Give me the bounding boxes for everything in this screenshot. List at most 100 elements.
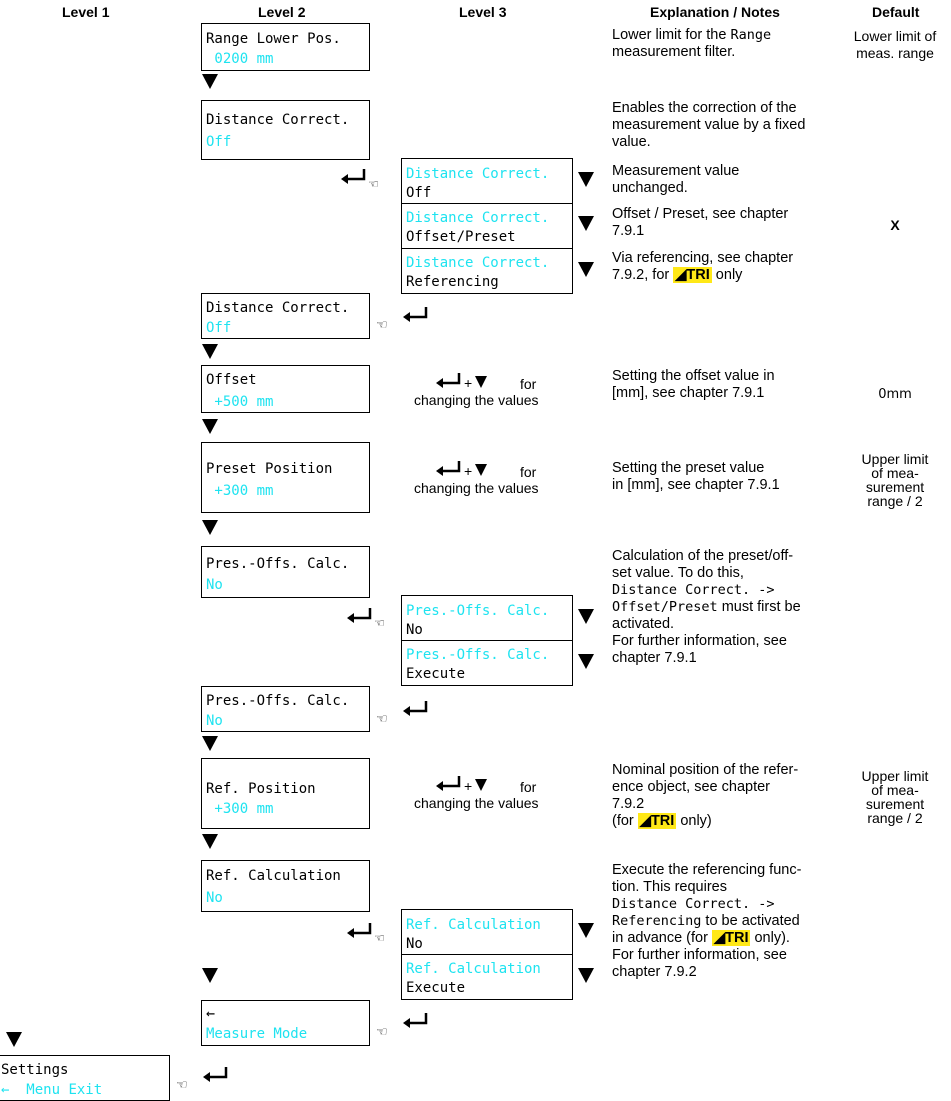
down-arrow-icon — [202, 736, 218, 751]
menu-box-pres-offs-calc[interactable]: Pres.-Offs. Calc. No — [201, 546, 370, 598]
hand-pointer-icon: ☜ — [376, 1024, 388, 1039]
menu-box-measure-mode[interactable]: ← Measure Mode — [201, 1000, 370, 1046]
default-offset: 0mm — [878, 387, 912, 402]
note-dc-referencing: Via referencing, see chapter 7.9.2, for … — [612, 250, 794, 283]
default-offset-preset-x: X — [890, 217, 900, 233]
enter-icon: ☜ — [340, 168, 379, 190]
box-line-2: 0200 mm — [206, 51, 274, 67]
enter-icon — [202, 1066, 228, 1084]
tri-badge: ◢TRI — [637, 813, 677, 829]
change-text-for: for — [520, 376, 537, 392]
tri-badge: ◢TRI — [711, 930, 751, 946]
down-arrow-icon — [578, 968, 594, 983]
down-arrow-icon — [475, 464, 487, 476]
down-arrow-icon — [578, 923, 594, 938]
down-arrow-icon — [578, 654, 594, 669]
menu-box-range-lower-pos[interactable]: Range Lower Pos. 0200 mm — [201, 23, 370, 71]
enter-icon — [402, 700, 428, 718]
plus-sign: + — [464, 463, 473, 479]
box-line-1: Ref. Calculation — [406, 917, 541, 933]
box-line-2: +300 mm — [206, 801, 274, 817]
hand-pointer-icon: ☜ — [376, 711, 388, 726]
change-text: changing the values — [414, 480, 539, 496]
enter-icon — [402, 1012, 428, 1030]
change-text: changing the values — [414, 795, 539, 811]
menu-box-settings[interactable]: Settings ← Menu Exit — [0, 1055, 170, 1101]
box-line-1: Pres.-Offs. Calc. — [406, 603, 550, 619]
menu-box-po-no[interactable]: Pres.-Offs. Calc. No — [401, 595, 573, 641]
box-line-1: Ref. Position — [206, 781, 316, 797]
box-line-2: ← Menu Exit — [1, 1082, 103, 1098]
hand-pointer-icon: ☜ — [176, 1077, 188, 1092]
svg-text:☜: ☜ — [368, 177, 379, 190]
box-line-1: Pres.-Offs. Calc. — [206, 693, 350, 709]
menu-box-rc-execute[interactable]: Ref. Calculation Execute — [401, 954, 573, 1000]
down-arrow-icon — [202, 74, 218, 89]
header-level-2: Level 2 — [258, 4, 306, 20]
box-line-2: No — [206, 713, 223, 729]
box-line-2: No — [206, 890, 223, 906]
menu-box-distance-correct-return[interactable]: Distance Correct. Off — [201, 293, 370, 339]
menu-box-dc-referencing[interactable]: Distance Correct. Referencing — [401, 248, 573, 294]
box-line-2: No — [406, 622, 423, 638]
down-arrow-icon — [202, 520, 218, 535]
menu-box-ref-calculation[interactable]: Ref. Calculation No — [201, 860, 370, 912]
change-text-for: for — [520, 464, 537, 480]
menu-box-distance-correct[interactable]: Distance Correct. Off — [201, 100, 370, 160]
menu-box-preset-position[interactable]: Preset Position +300 mm — [201, 442, 370, 513]
box-line-2: No — [406, 936, 423, 952]
change-text: changing the values — [414, 392, 539, 408]
down-arrow-icon — [475, 376, 487, 388]
down-arrow-icon — [578, 262, 594, 277]
box-line-2: Off — [206, 134, 232, 150]
menu-box-ref-position[interactable]: Ref. Position +300 mm — [201, 758, 370, 829]
svg-text:☜: ☜ — [374, 616, 385, 629]
header-level-3: Level 3 — [459, 4, 507, 20]
box-line-1: Pres.-Offs. Calc. — [206, 556, 350, 572]
menu-box-rc-no[interactable]: Ref. Calculation No — [401, 909, 573, 955]
box-line-1: Distance Correct. — [406, 210, 550, 226]
box-line-1: Ref. Calculation — [406, 961, 541, 977]
box-line-1: Ref. Calculation — [206, 868, 341, 884]
hand-pointer-icon: ☜ — [376, 317, 388, 332]
back-arrow-icon: ← — [206, 1004, 216, 1022]
down-arrow-icon — [578, 216, 594, 231]
note-ref-position: Nominal position of the refer- ence obje… — [612, 762, 799, 829]
box-line-1: Settings — [1, 1062, 69, 1078]
menu-box-po-execute[interactable]: Pres.-Offs. Calc. Execute — [401, 640, 573, 686]
down-arrow-icon — [202, 344, 218, 359]
box-line-1: Pres.-Offs. Calc. — [406, 647, 550, 663]
box-line-1: Distance Correct. — [206, 300, 350, 316]
down-arrow-icon — [475, 779, 487, 791]
enter-icon: ☜ — [346, 607, 385, 629]
down-arrow-icon — [202, 834, 218, 849]
menu-box-offset[interactable]: Offset +500 mm — [201, 365, 370, 413]
box-line-2: Measure Mode — [206, 1026, 308, 1042]
down-arrow-icon — [202, 419, 218, 434]
note-ref-calculation: Execute the referencing func- tion. This… — [612, 862, 802, 980]
plus-sign: + — [464, 375, 473, 391]
down-arrow-icon — [578, 609, 594, 624]
back-arrow-icon: ← — [1, 1082, 10, 1098]
box-line-1: Distance Correct. — [406, 166, 550, 182]
svg-text:☜: ☜ — [374, 931, 385, 944]
menu-box-dc-off[interactable]: Distance Correct. Off — [401, 158, 573, 204]
enter-icon: ☜ — [346, 922, 385, 944]
note-range-lower: Lower limit for the Range measurement fi… — [612, 27, 772, 60]
box-line-2: Execute — [406, 980, 466, 996]
note-pres-offs-calc: Calculation of the preset/off- set value… — [612, 548, 801, 666]
enter-icon — [435, 372, 461, 390]
box-line-1: Distance Correct. — [206, 112, 350, 128]
box-line-2: +500 mm — [206, 394, 274, 410]
header-default: Default — [872, 4, 920, 20]
down-arrow-icon — [6, 1032, 22, 1047]
box-line-1: Distance Correct. — [406, 255, 550, 271]
enter-icon — [435, 460, 461, 478]
box-line-2: Off — [406, 185, 432, 201]
menu-box-dc-offset-preset[interactable]: Distance Correct. Offset/Preset — [401, 203, 573, 249]
menu-box-pres-offs-return[interactable]: Pres.-Offs. Calc. No — [201, 686, 370, 732]
